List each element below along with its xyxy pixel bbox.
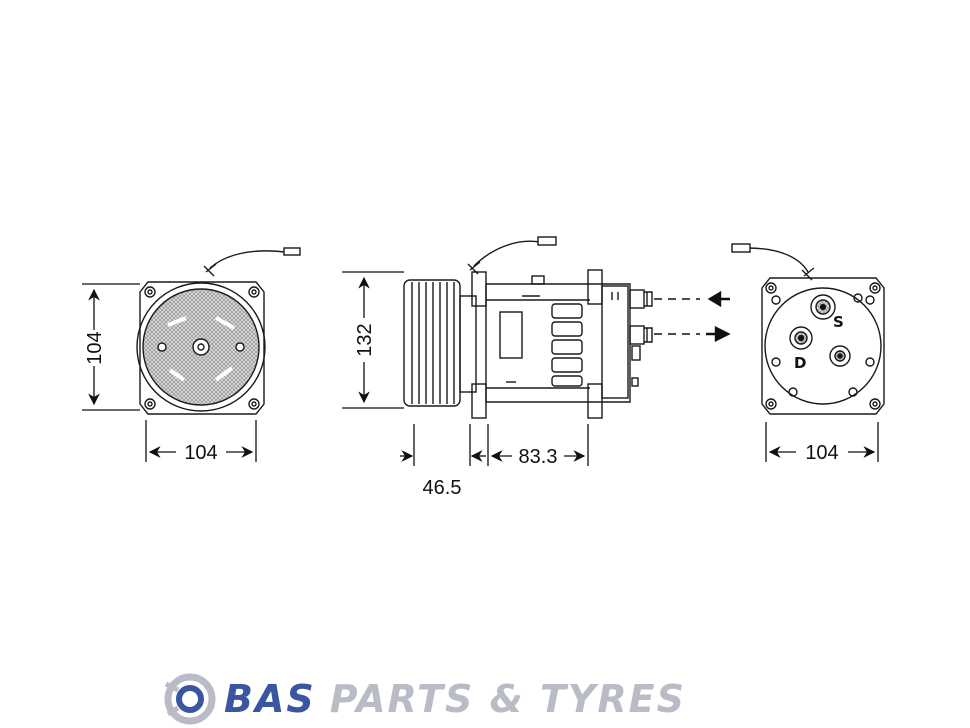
discharge-port-label: D	[794, 354, 806, 372]
side-main-body	[485, 283, 631, 403]
discharge-port	[789, 326, 813, 350]
side-mount-ear-front-top	[471, 271, 487, 307]
front-cable	[209, 250, 286, 269]
brand-bar: BAS PARTS & TYRES	[160, 670, 820, 728]
side-height-label: 132	[354, 323, 376, 356]
side-body-width-dimension	[487, 424, 589, 466]
rear-width-dimension	[765, 422, 879, 462]
side-pulley-grooves	[411, 282, 455, 404]
side-mount-ear-front-bottom	[471, 383, 487, 419]
side-body-width-label: 83.3	[519, 446, 558, 468]
front-view	[136, 247, 301, 415]
rear-bolts	[765, 282, 881, 410]
suction-flow-arrow-icon	[707, 290, 730, 308]
front-height-label: 104	[84, 331, 106, 364]
rear-aux-port	[829, 345, 851, 367]
side-pulley-width-label: 46.5	[423, 477, 462, 499]
side-view	[403, 236, 653, 419]
bas-circle-logo-icon	[164, 673, 216, 725]
rear-view	[731, 243, 885, 415]
side-cable	[473, 240, 541, 267]
rear-mount-plate	[761, 277, 885, 415]
suction-port-label: S	[833, 313, 844, 331]
front-width-dimension	[145, 420, 257, 462]
side-mount-ear-rear-top	[587, 269, 603, 305]
side-mount-ear-rear-bottom	[587, 383, 603, 419]
brand-word-parts-tyres: PARTS & TYRES	[329, 677, 686, 721]
rear-cable	[747, 247, 809, 273]
front-bolts	[144, 286, 260, 410]
flow-arrows	[654, 290, 731, 342]
side-height-dimension	[342, 271, 404, 409]
side-cooling-fins	[551, 303, 583, 387]
rear-width-label: 104	[805, 442, 838, 464]
front-pulley-outer	[136, 282, 266, 412]
brand-word-bas: BAS	[224, 677, 316, 721]
discharge-flow-arrow-icon	[706, 326, 731, 342]
side-pulley-width-dimension	[400, 424, 486, 466]
suction-port	[810, 294, 836, 320]
front-height-dimension	[82, 283, 140, 411]
side-service-fittings	[629, 289, 653, 387]
front-width-label: 104	[184, 442, 217, 464]
brand-name: BAS PARTS & TYRES	[224, 677, 686, 721]
